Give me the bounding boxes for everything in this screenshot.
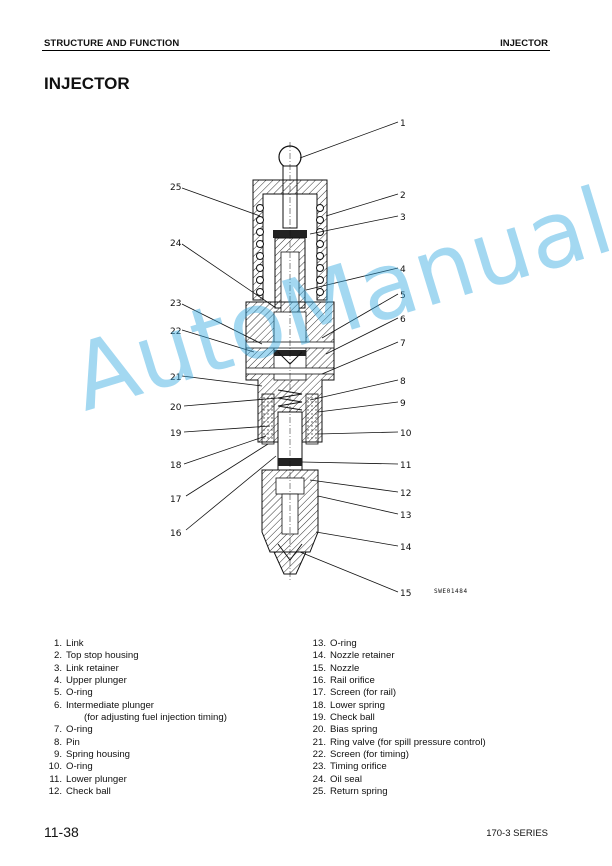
series-label: 170-3 SERIES [486, 828, 548, 839]
list-item: 13.O-ring [312, 638, 357, 649]
header-section: STRUCTURE AND FUNCTION [44, 38, 180, 49]
parts-list-right: 13.O-ring 14.Nozzle retainer 15.Nozzle 1… [308, 638, 486, 798]
callout-2: 2 [400, 191, 406, 201]
list-item: 25.Return spring [312, 786, 388, 798]
list-item: 8.Pin [53, 736, 80, 748]
injector-diagram: 1 2 3 4 5 6 7 8 9 10 11 12 13 14 15 16 1… [150, 112, 480, 602]
page-number: 11-38 [44, 824, 79, 840]
callout-16: 16 [170, 529, 182, 539]
list-item: 20.Bias spring [312, 724, 378, 736]
callout-17: 17 [170, 495, 181, 505]
list-item: 16.Rail orifice [312, 675, 375, 687]
list-item-continuation: (for adjusting fuel injection timing) [84, 712, 227, 724]
list-item: 6.Intermediate plunger [53, 699, 154, 711]
list-item: 12.Check ball [48, 786, 111, 798]
callout-1: 1 [400, 119, 406, 129]
callout-13: 13 [400, 511, 411, 521]
list-item: 1.Link [53, 638, 84, 649]
callout-9: 9 [400, 399, 406, 409]
callout-10: 10 [400, 429, 412, 439]
list-item: 9.Spring housing [53, 749, 131, 761]
callout-3: 3 [400, 213, 406, 223]
list-item: 4.Upper plunger [53, 675, 127, 687]
list-item: 23.Timing orifice [312, 761, 387, 773]
list-item: 5.O-ring [53, 687, 93, 699]
list-item: 24.Oil seal [312, 773, 362, 785]
parts-list-left: 1.Link 2.Top stop housing 3.Link retaine… [44, 638, 227, 798]
list-item: 10.O-ring [48, 761, 93, 773]
callout-7: 7 [400, 339, 406, 349]
header-rule [42, 50, 550, 51]
callout-25: 25 [170, 183, 181, 193]
list-item: 21.Ring valve (for spill pressure contro… [312, 736, 486, 748]
list-item: 14.Nozzle retainer [312, 650, 395, 662]
callout-21: 21 [170, 373, 181, 383]
list-item: 17.Screen (for rail) [312, 687, 397, 699]
callout-6: 6 [400, 315, 406, 325]
list-item: 22.Screen (for timing) [312, 749, 409, 761]
callout-15: 15 [400, 589, 411, 599]
list-item: 15.Nozzle [312, 662, 360, 674]
callout-18: 18 [170, 461, 182, 471]
list-item: 7.O-ring [53, 724, 93, 736]
callout-12: 12 [400, 489, 411, 499]
list-item: 18.Lower spring [312, 699, 385, 711]
callout-14: 14 [400, 543, 412, 553]
callout-20: 20 [170, 403, 182, 413]
header-topic: INJECTOR [500, 38, 548, 49]
callout-11: 11 [400, 461, 411, 471]
callout-23: 23 [170, 299, 181, 309]
callout-8: 8 [400, 377, 406, 387]
list-item: 2.Top stop housing [53, 650, 139, 662]
list-item: 11.Lower plunger [49, 773, 127, 785]
page-title: INJECTOR [44, 74, 130, 93]
callout-5: 5 [400, 291, 406, 301]
callout-19: 19 [170, 429, 182, 439]
list-item: 3.Link retainer [53, 662, 119, 674]
callout-4: 4 [400, 265, 406, 275]
callout-22: 22 [170, 327, 181, 337]
list-item: 19.Check ball [312, 712, 375, 724]
callout-leaders [181, 121, 399, 593]
callout-24: 24 [170, 239, 182, 249]
figure-code: SWE01484 [434, 588, 468, 595]
